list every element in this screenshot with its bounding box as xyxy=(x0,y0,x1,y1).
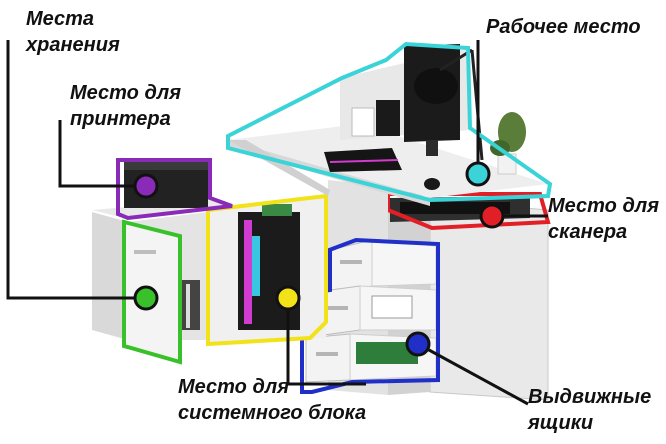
label-printer: Место для принтера xyxy=(70,80,181,132)
workspace-outline xyxy=(226,41,553,203)
printer-dot xyxy=(133,173,159,199)
leader-system-unit xyxy=(286,298,366,386)
system-unit-dot xyxy=(275,285,301,311)
label-system-unit: Место для системного блока xyxy=(178,374,366,426)
work-surface xyxy=(226,41,553,206)
label-scanner-line2: сканера xyxy=(548,221,628,243)
printer-outline xyxy=(116,158,233,221)
system-unit-outline xyxy=(206,193,328,347)
markers xyxy=(133,161,505,357)
label-scanner: Место для сканера xyxy=(548,193,659,245)
right-pedestal xyxy=(429,199,549,401)
label-system-unit-line1: Место для xyxy=(178,376,290,398)
label-storage-line2: хранения xyxy=(26,34,120,56)
leader-printer xyxy=(58,120,146,188)
leader-drawers xyxy=(417,342,529,406)
label-workspace-line1: Рабочее место xyxy=(486,16,641,38)
system-unit-niche xyxy=(206,193,328,347)
printer-area xyxy=(92,158,233,221)
label-scanner-line1: Место для xyxy=(548,195,660,217)
label-workspace: Рабочее место xyxy=(486,14,641,40)
leader-storage xyxy=(6,40,146,300)
label-storage-line1: Места xyxy=(26,8,95,30)
label-drawers: Выдвижные ящики xyxy=(528,384,651,436)
label-drawers-line1: Выдвижные xyxy=(528,386,652,408)
label-printer-line2: принтера xyxy=(70,108,171,130)
workspace-dot xyxy=(465,161,491,187)
label-drawers-line2: ящики xyxy=(528,412,594,434)
scanner-dot xyxy=(479,203,505,229)
label-printer-line1: Место для xyxy=(70,82,182,104)
leader-lines xyxy=(6,40,548,406)
drawers xyxy=(300,237,440,394)
drawers-outline xyxy=(300,237,440,394)
label-system-unit-line2: системного блока xyxy=(178,402,367,424)
storage-dot xyxy=(133,285,159,311)
drawers-dot xyxy=(405,331,431,357)
label-storage: Места хранения xyxy=(26,6,120,58)
